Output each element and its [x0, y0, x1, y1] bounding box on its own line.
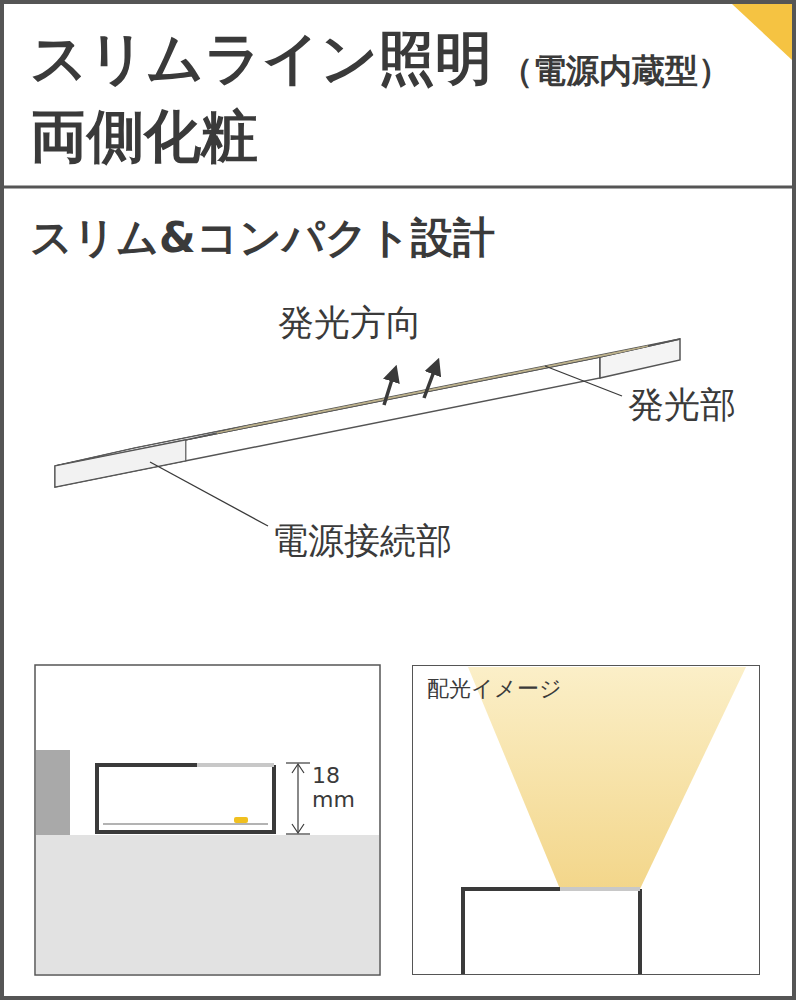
fixture-section [463, 889, 640, 974]
leader-line [150, 462, 268, 526]
slim-line-bar [55, 339, 680, 487]
title-note: （電源内蔵型） [500, 52, 731, 90]
part-label: 電源接続部 [272, 520, 452, 561]
emitting-window [560, 887, 640, 891]
corner-triangle [732, 4, 792, 60]
bar-front-face [55, 357, 600, 487]
divider-line [2, 186, 794, 189]
emission-arrow [424, 366, 436, 398]
panel-border [35, 665, 380, 975]
title: スリムライン照明 [30, 26, 492, 92]
part-label: 発光方向 [278, 302, 422, 343]
bar-end-face [600, 339, 680, 378]
wall-block [36, 750, 70, 835]
image-panel: 配光イメージ [412, 665, 760, 975]
leader-line [545, 366, 622, 396]
distribution-picture [463, 667, 746, 974]
section-heading: スリム&コンパクト設計 [30, 214, 495, 262]
board [103, 823, 268, 825]
dimension-label: 18 mm [312, 764, 352, 812]
title-subline: 両側化粧 [30, 104, 258, 170]
floor [36, 835, 379, 974]
power-connection-front [55, 440, 186, 487]
panel-caption: 配光イメージ [427, 676, 562, 701]
part-label: 発光部 [628, 384, 736, 425]
emission-arrow [384, 373, 394, 405]
fixture-section [97, 765, 274, 832]
dimension-line [286, 763, 310, 834]
light-emitting-strip [217, 346, 648, 433]
emitting-window [197, 763, 274, 767]
section-panel [35, 665, 380, 975]
led [234, 817, 248, 823]
